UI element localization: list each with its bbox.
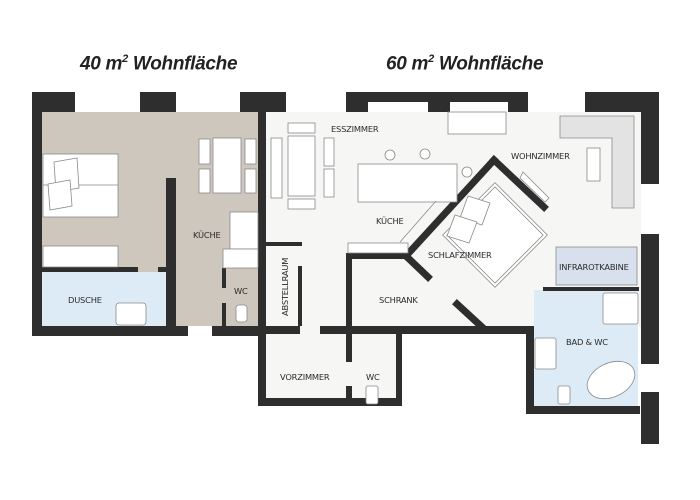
left-apartment-heading: 40 m2 Wohnfläche [80,53,238,75]
left-area-unit-sup: 2 [122,53,128,65]
label-kueche-left: KÜCHE [193,230,221,240]
label-esszimmer: ESSZIMMER [331,124,379,134]
label-vorzimmer: VORZIMMER [280,372,330,382]
label-wohnzimmer: WOHNZIMMER [511,151,570,161]
schlafzimmer-pillows [446,195,491,244]
pillow-icon [47,179,73,211]
right-walls [258,92,659,444]
right-furniture [270,111,639,405]
label-infrarotkabine: INFRAROTKABINE [559,262,629,272]
left-walls [32,92,286,406]
label-wc-right: WC [366,372,380,382]
left-area-label: Wohnfläche [127,53,238,75]
left-furniture [42,137,259,326]
right-area-value: 60 m [386,53,429,75]
label-wc-left: WC [234,286,248,296]
label-schlafzimmer: SCHLAFZIMMER [428,250,492,260]
label-dusche: DUSCHE [68,295,102,305]
label-abstellraum: ABSTELLRAUM [280,258,290,316]
right-area-unit-sup: 2 [428,53,434,65]
dusche-floor [42,272,166,326]
schlafzimmer-diagonal-walls [401,155,549,332]
left-area-value: 40 m [80,53,123,75]
sofa-l-shape [559,115,635,209]
right-apartment-heading: 60 m2 Wohnfläche [386,53,544,75]
label-kueche-right: KÜCHE [376,216,404,226]
label-bad-wc: BAD & WC [566,337,608,347]
label-schrank: SCHRANK [379,295,418,305]
infrarotkabine [555,246,638,286]
right-area-label: Wohnfläche [433,53,544,75]
